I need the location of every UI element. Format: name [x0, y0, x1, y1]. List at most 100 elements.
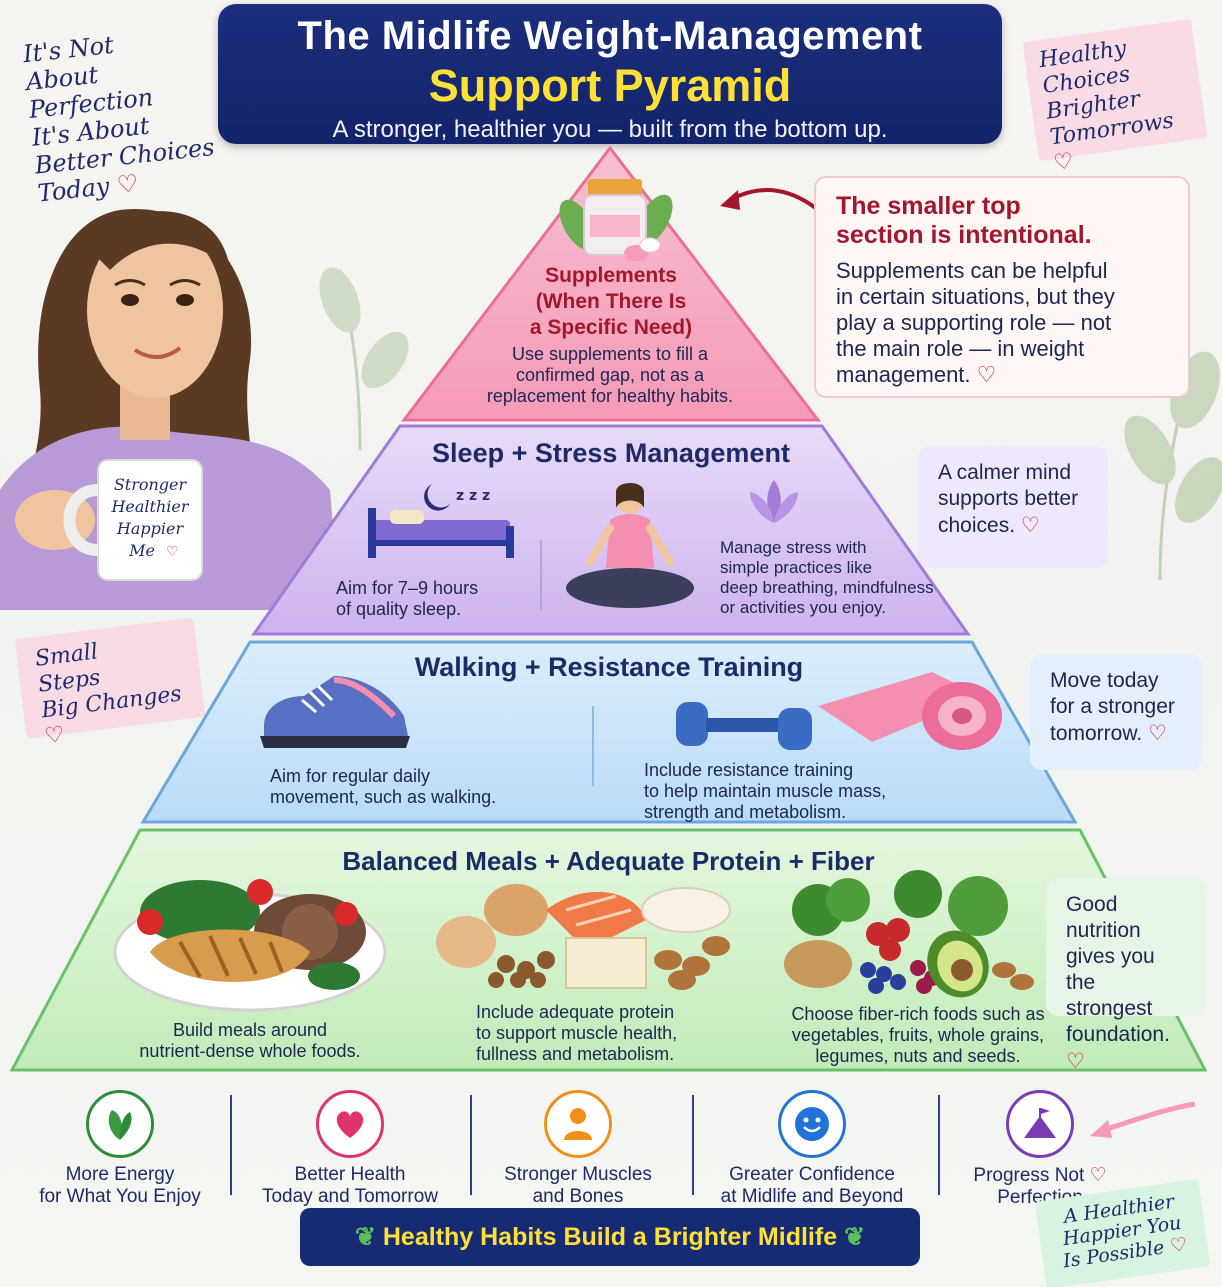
sleep-tier-title: Sleep + Stress Management [432, 438, 790, 468]
supplements-title-line: (When There Is [535, 290, 687, 313]
benefit-divider [470, 1095, 472, 1195]
supplements-title: Supplements (When There Is a Specific Ne… [404, 263, 818, 341]
arrow-icon [1090, 1101, 1196, 1138]
balanced-plate-icon [113, 879, 387, 1012]
bottom-banner: ❦ Healthy Habits Build a Brighter Midlif… [300, 1208, 920, 1266]
supplements-desc-line: Use supplements to fill a [511, 344, 709, 364]
mug-text: Healthier [110, 497, 189, 516]
benefit-stronger-muscles: Stronger Muscles and Bones [478, 1090, 678, 1208]
supplements-desc-line: replacement for healthy habits. [486, 386, 734, 406]
sneaker-icon [260, 676, 410, 748]
nutrition-tier-title: Balanced Meals + Adequate Protein + Fibe… [342, 846, 875, 876]
meals-desc-line: Build meals around [172, 1020, 328, 1040]
resistance-description: Include resistance training to help main… [644, 760, 944, 823]
benefit-label-line: Greater Confidence [729, 1164, 895, 1185]
callout-line: tomorrow. [1050, 722, 1143, 745]
protein-description: Include adequate protein to support musc… [476, 1002, 716, 1065]
resistance-desc-line: Include resistance training [644, 760, 854, 780]
leaf-icon: ❦ [844, 1223, 866, 1251]
header-subtitle: A stronger, healthier you — built from t… [332, 116, 888, 143]
sleep-description: Aim for 7–9 hours of quality sleep. [336, 578, 536, 620]
woman-with-mug-illustration: Stronger Healthier Happier Me ♡ [0, 209, 340, 610]
benefit-label-line: at Midlife and Beyond [720, 1186, 904, 1207]
fiber-desc-line: Choose fiber-rich foods such as [791, 1004, 1045, 1024]
sleep-desc-line: Aim for 7–9 hours [336, 578, 479, 598]
heart-icon [316, 1090, 384, 1158]
callout-good-nutrition: Good nutrition gives you the strongest f… [1046, 878, 1206, 1073]
mug-text: Me [128, 541, 155, 560]
callout-supplements-intentional: The smaller top section is intentional. … [814, 176, 1190, 398]
fiber-desc-line: legumes, nuts and seeds. [815, 1046, 1021, 1066]
stress-description: Manage stress with simple practices like… [720, 538, 960, 618]
benefit-label-line: Today and Tomorrow [261, 1186, 439, 1207]
meals-description: Build meals around nutrient-dense whole … [120, 1020, 380, 1062]
header-title-line1: The Midlife Weight-Management [297, 14, 923, 58]
walking-desc-line: movement, such as walking. [270, 787, 497, 807]
benefit-divider [692, 1095, 694, 1195]
resistance-desc-line: strength and metabolism. [644, 802, 847, 822]
protein-desc-line: to support muscle health, [476, 1023, 678, 1043]
callout-line: A calmer mind [938, 461, 1072, 484]
callout-line: supports better [938, 487, 1079, 510]
heart-icon: ♡ [166, 544, 179, 560]
header-banner: The Midlife Weight-Management Support Py… [218, 4, 1002, 144]
callout-move-today: Move today for a stronger tomorrow. ♡ [1030, 654, 1202, 770]
callout-calmer-mind: A calmer mind supports better choices. ♡ [918, 446, 1108, 568]
callout-line: gives you the [1066, 945, 1155, 994]
benefit-more-energy: More Energy for What You Enjoy [20, 1090, 220, 1208]
lotus-icon [750, 480, 798, 523]
protein-foods-icon [436, 884, 731, 990]
callout-line: Move today [1050, 669, 1159, 692]
fiber-description: Choose fiber-rich foods such as vegetabl… [778, 1004, 1058, 1067]
benefit-label-line: More Energy [65, 1164, 175, 1185]
smile-icon [778, 1090, 846, 1158]
protein-desc-line: Include adequate protein [476, 1002, 675, 1022]
stress-desc-line: or activities you enjoy. [720, 598, 886, 617]
stress-desc-line: deep breathing, mindfulness [720, 578, 934, 597]
supplements-title-line: a Specific Need) [529, 316, 693, 339]
heart-icon: ♡ [1066, 1049, 1085, 1073]
mug-text: Happier [116, 519, 185, 538]
sleep-desc-line: of quality sleep. [336, 599, 462, 619]
background-leaves-icon [1124, 351, 1222, 580]
yoga-mat-icon [818, 672, 1002, 750]
fiber-foods-icon [784, 870, 1034, 998]
tier-supplements-shape [400, 145, 822, 422]
callout-body-line: Supplements can be helpful [836, 258, 1108, 283]
callout-body-line: play a supporting role — not [836, 310, 1112, 335]
heart-icon: ♡ [1089, 1164, 1107, 1186]
callout-line: foundation. [1066, 1023, 1170, 1046]
meditation-woman-icon [566, 483, 694, 608]
person-icon [544, 1090, 612, 1158]
leaf-icon: ❦ [354, 1223, 376, 1251]
background-leaves-icon [319, 267, 409, 450]
callout-line: for a stronger [1050, 695, 1175, 718]
heart-icon: ♡ [1020, 513, 1040, 537]
arrow-icon [720, 188, 824, 215]
bed-moon-icon: z z z [368, 484, 514, 558]
supplements-description: Use supplements to fill a confirmed gap,… [440, 344, 780, 407]
supplements-title-line: Supplements [545, 264, 677, 287]
callout-body-line: the main role — in weight [836, 336, 1085, 361]
movement-divider [592, 706, 594, 786]
benefit-label-line: Better Health [294, 1164, 406, 1185]
benefit-divider [230, 1095, 232, 1195]
banner-text: Healthy Habits Build a Brighter Midlife [382, 1223, 838, 1251]
benefit-greater-confidence: Greater Confidence at Midlife and Beyond [712, 1090, 912, 1208]
callout-body-line: management. [836, 362, 971, 387]
svg-text:z z z: z z z [456, 488, 490, 504]
mug-text: Stronger [114, 475, 188, 494]
protein-desc-line: fullness and metabolism. [476, 1044, 675, 1064]
flag-mountain-icon [1006, 1090, 1074, 1158]
header-title-line2: Support Pyramid [428, 60, 792, 111]
meals-desc-line: nutrient-dense whole foods. [139, 1041, 361, 1061]
movement-tier-title: Walking + Resistance Training [414, 652, 804, 682]
callout-heading-line: The smaller top [836, 192, 1021, 220]
walking-desc-line: Aim for regular daily [270, 766, 431, 786]
sleep-divider [540, 540, 542, 610]
heart-icon: ♡ [1148, 721, 1167, 745]
stress-desc-line: simple practices like [720, 558, 873, 577]
heart-icon: ♡ [1168, 1233, 1189, 1258]
heart-icon: ♡ [976, 363, 997, 388]
benefit-label-line: and Bones [532, 1186, 624, 1207]
